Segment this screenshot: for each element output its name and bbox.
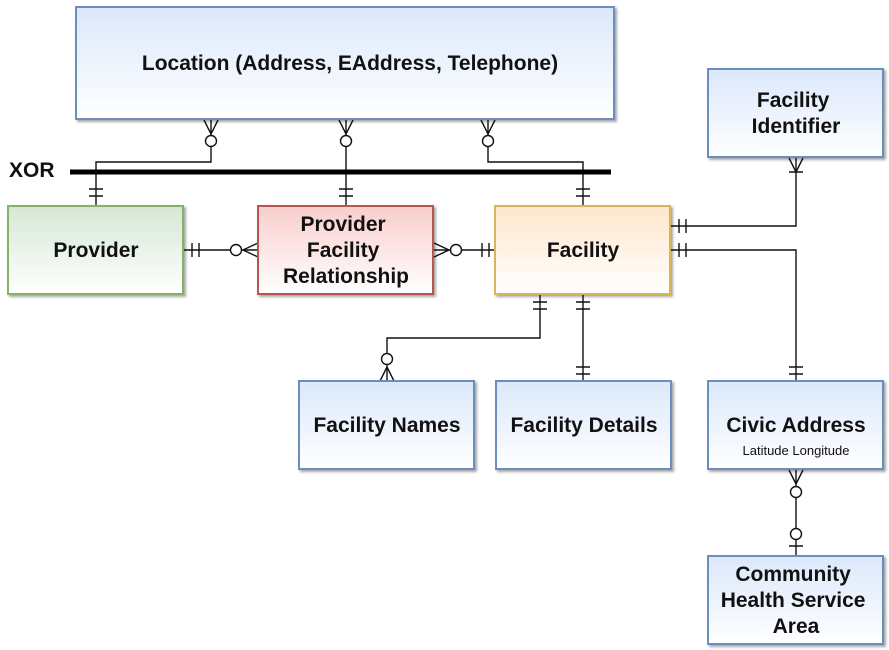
one-mandatory-marker — [678, 243, 687, 257]
entity-provider-facility-relationship-label-line: Provider — [300, 213, 385, 236]
entity-facility-names[interactable]: Facility Names — [298, 380, 475, 470]
connectors — [89, 119, 804, 556]
optional-marker — [380, 352, 394, 366]
entity-provider-label: Provider — [53, 239, 138, 262]
entity-civic-address-subtitle: Latitude Longitude — [743, 443, 850, 458]
optional-marker — [339, 134, 353, 148]
optional-marker — [229, 243, 243, 257]
entity-community-health-service-area-label: Community Health Service Area — [721, 563, 872, 638]
entity-location-box — [75, 6, 615, 120]
connector-location-facility — [487, 120, 584, 206]
one-mandatory-marker — [576, 366, 590, 375]
one-mandatory-marker — [89, 188, 103, 197]
entity-facility[interactable]: Facility — [494, 205, 671, 295]
many-marker — [788, 469, 804, 486]
connector-facility-names — [386, 295, 541, 381]
entity-facility-details-label: Facility Details — [510, 414, 657, 437]
entity-facility-label-line: Facility — [547, 239, 620, 262]
entity-location[interactable]: Location (Address, EAddress, Telephone) — [75, 6, 615, 120]
entity-facility-names-label: Facility Names — [313, 414, 460, 437]
entity-civic-address-label: Civic Address — [726, 414, 865, 437]
one-mandatory-marker — [576, 301, 590, 310]
connector-facility-civic-address — [671, 249, 797, 381]
entity-facility-identifier-label-line: Facility — [757, 89, 830, 112]
optional-marker — [449, 243, 463, 257]
entity-facility-names-label-line: Facility Names — [313, 414, 460, 437]
entity-provider-box — [7, 205, 184, 295]
one-mandatory-marker — [789, 366, 803, 375]
entity-facility-label: Facility — [547, 239, 620, 262]
entity-facility-details-box — [495, 380, 672, 470]
optional-marker — [789, 527, 803, 541]
entity-provider-facility-relationship-label: Provider Facility Relationship — [283, 213, 409, 288]
one-mandatory-marker — [481, 243, 490, 257]
one-mandatory-marker — [533, 301, 547, 310]
xor-label: XOR — [9, 159, 55, 182]
many-marker — [480, 119, 496, 136]
many-marker — [338, 119, 354, 136]
entity-facility-details-label-line: Facility Details — [510, 414, 657, 437]
connector-location-provider — [95, 120, 212, 206]
entity-civic-address-label-line: Civic Address — [726, 414, 865, 437]
entity-provider[interactable]: Provider — [7, 205, 184, 295]
entity-community-health-service-area-label-line: Community — [735, 563, 851, 586]
entity-facility-identifier-box — [707, 68, 884, 158]
entity-community-health-service-area-label-line: Area — [773, 615, 820, 638]
entity-facility-identifier-label: Facility Identifier — [752, 89, 841, 138]
entity-community-health-service-area-label-line: Health Service — [721, 589, 866, 612]
one-mandatory-marker — [339, 188, 353, 197]
entity-community-health-service-area-box — [707, 555, 884, 645]
entity-facility-names-box — [298, 380, 475, 470]
one-mandatory-marker — [191, 243, 200, 257]
many-marker — [203, 119, 219, 136]
entity-provider-facility-relationship-label-line: Facility — [307, 239, 380, 262]
optional-marker — [789, 485, 803, 499]
entity-community-health-service-area[interactable]: Community Health Service Area — [707, 555, 884, 645]
optional-marker — [481, 134, 495, 148]
entity-facility-box — [494, 205, 671, 295]
entity-provider-facility-relationship-box — [257, 205, 434, 295]
entity-facility-identifier-label-line: Identifier — [752, 115, 841, 138]
entity-facility-identifier[interactable]: Facility Identifier — [707, 68, 884, 158]
many-marker — [433, 242, 451, 258]
one-many-marker — [788, 157, 804, 174]
entity-location-label-line: Location (Address, EAddress, Telephone) — [142, 52, 558, 75]
many-marker — [241, 242, 259, 258]
one-mandatory-marker — [576, 188, 590, 197]
entity-civic-address[interactable]: Civic Address Latitude Longitude — [707, 380, 884, 470]
entity-civic-address-box — [707, 380, 884, 470]
entity-provider-facility-relationship[interactable]: Provider Facility Relationship — [257, 205, 434, 295]
many-marker — [379, 365, 395, 382]
optional-marker — [204, 134, 218, 148]
entity-provider-label-line: Provider — [53, 239, 138, 262]
entity-facility-details[interactable]: Facility Details — [495, 380, 672, 470]
entity-provider-facility-relationship-label-line: Relationship — [283, 265, 409, 288]
one-mandatory-marker — [678, 219, 687, 233]
connector-facility-identifier — [671, 158, 797, 227]
xor-constraint: XOR — [9, 159, 611, 182]
entity-location-label: Location (Address, EAddress, Telephone) — [142, 52, 558, 75]
